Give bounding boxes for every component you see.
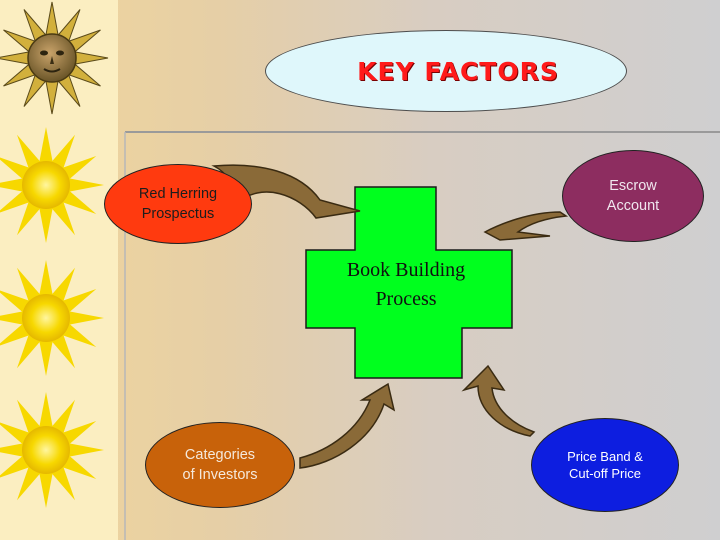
center-label: Book Building Process [306, 250, 506, 320]
escrow-node: Escrow Account [562, 150, 704, 242]
categories-line1: Categories [184, 447, 256, 463]
categories-line2: of Investors [182, 467, 258, 483]
sun-icon [0, 392, 104, 508]
sun-icon [0, 127, 104, 243]
center-label-line1: Book Building [346, 259, 466, 281]
title-oval: KEY FACTORS [265, 30, 627, 112]
categories-node: Categories of Investors [145, 422, 295, 508]
price-band-line2: Cut-off Price [568, 466, 641, 481]
escrow-line1: Escrow [609, 178, 657, 194]
price-band-node: Price Band & Cut-off Price [531, 418, 679, 512]
sun-icon [0, 260, 104, 376]
red-herring-line2: Prospectus [141, 206, 215, 222]
center-cross-box [305, 186, 513, 379]
page-title: KEY FACTORS [357, 56, 559, 86]
center-label-line2: Process [375, 288, 437, 310]
red-herring-line1: Red Herring [138, 186, 218, 202]
arrow-escrow-to-center [483, 211, 569, 241]
price-band-line1: Price Band & [567, 449, 643, 464]
arrow-categories-to-center [299, 382, 396, 469]
escrow-line2: Account [606, 198, 660, 214]
arrow-price-band-to-center [461, 364, 536, 437]
sun-face-icon [0, 1, 109, 115]
red-herring-node: Red Herring Prospectus [104, 164, 252, 244]
